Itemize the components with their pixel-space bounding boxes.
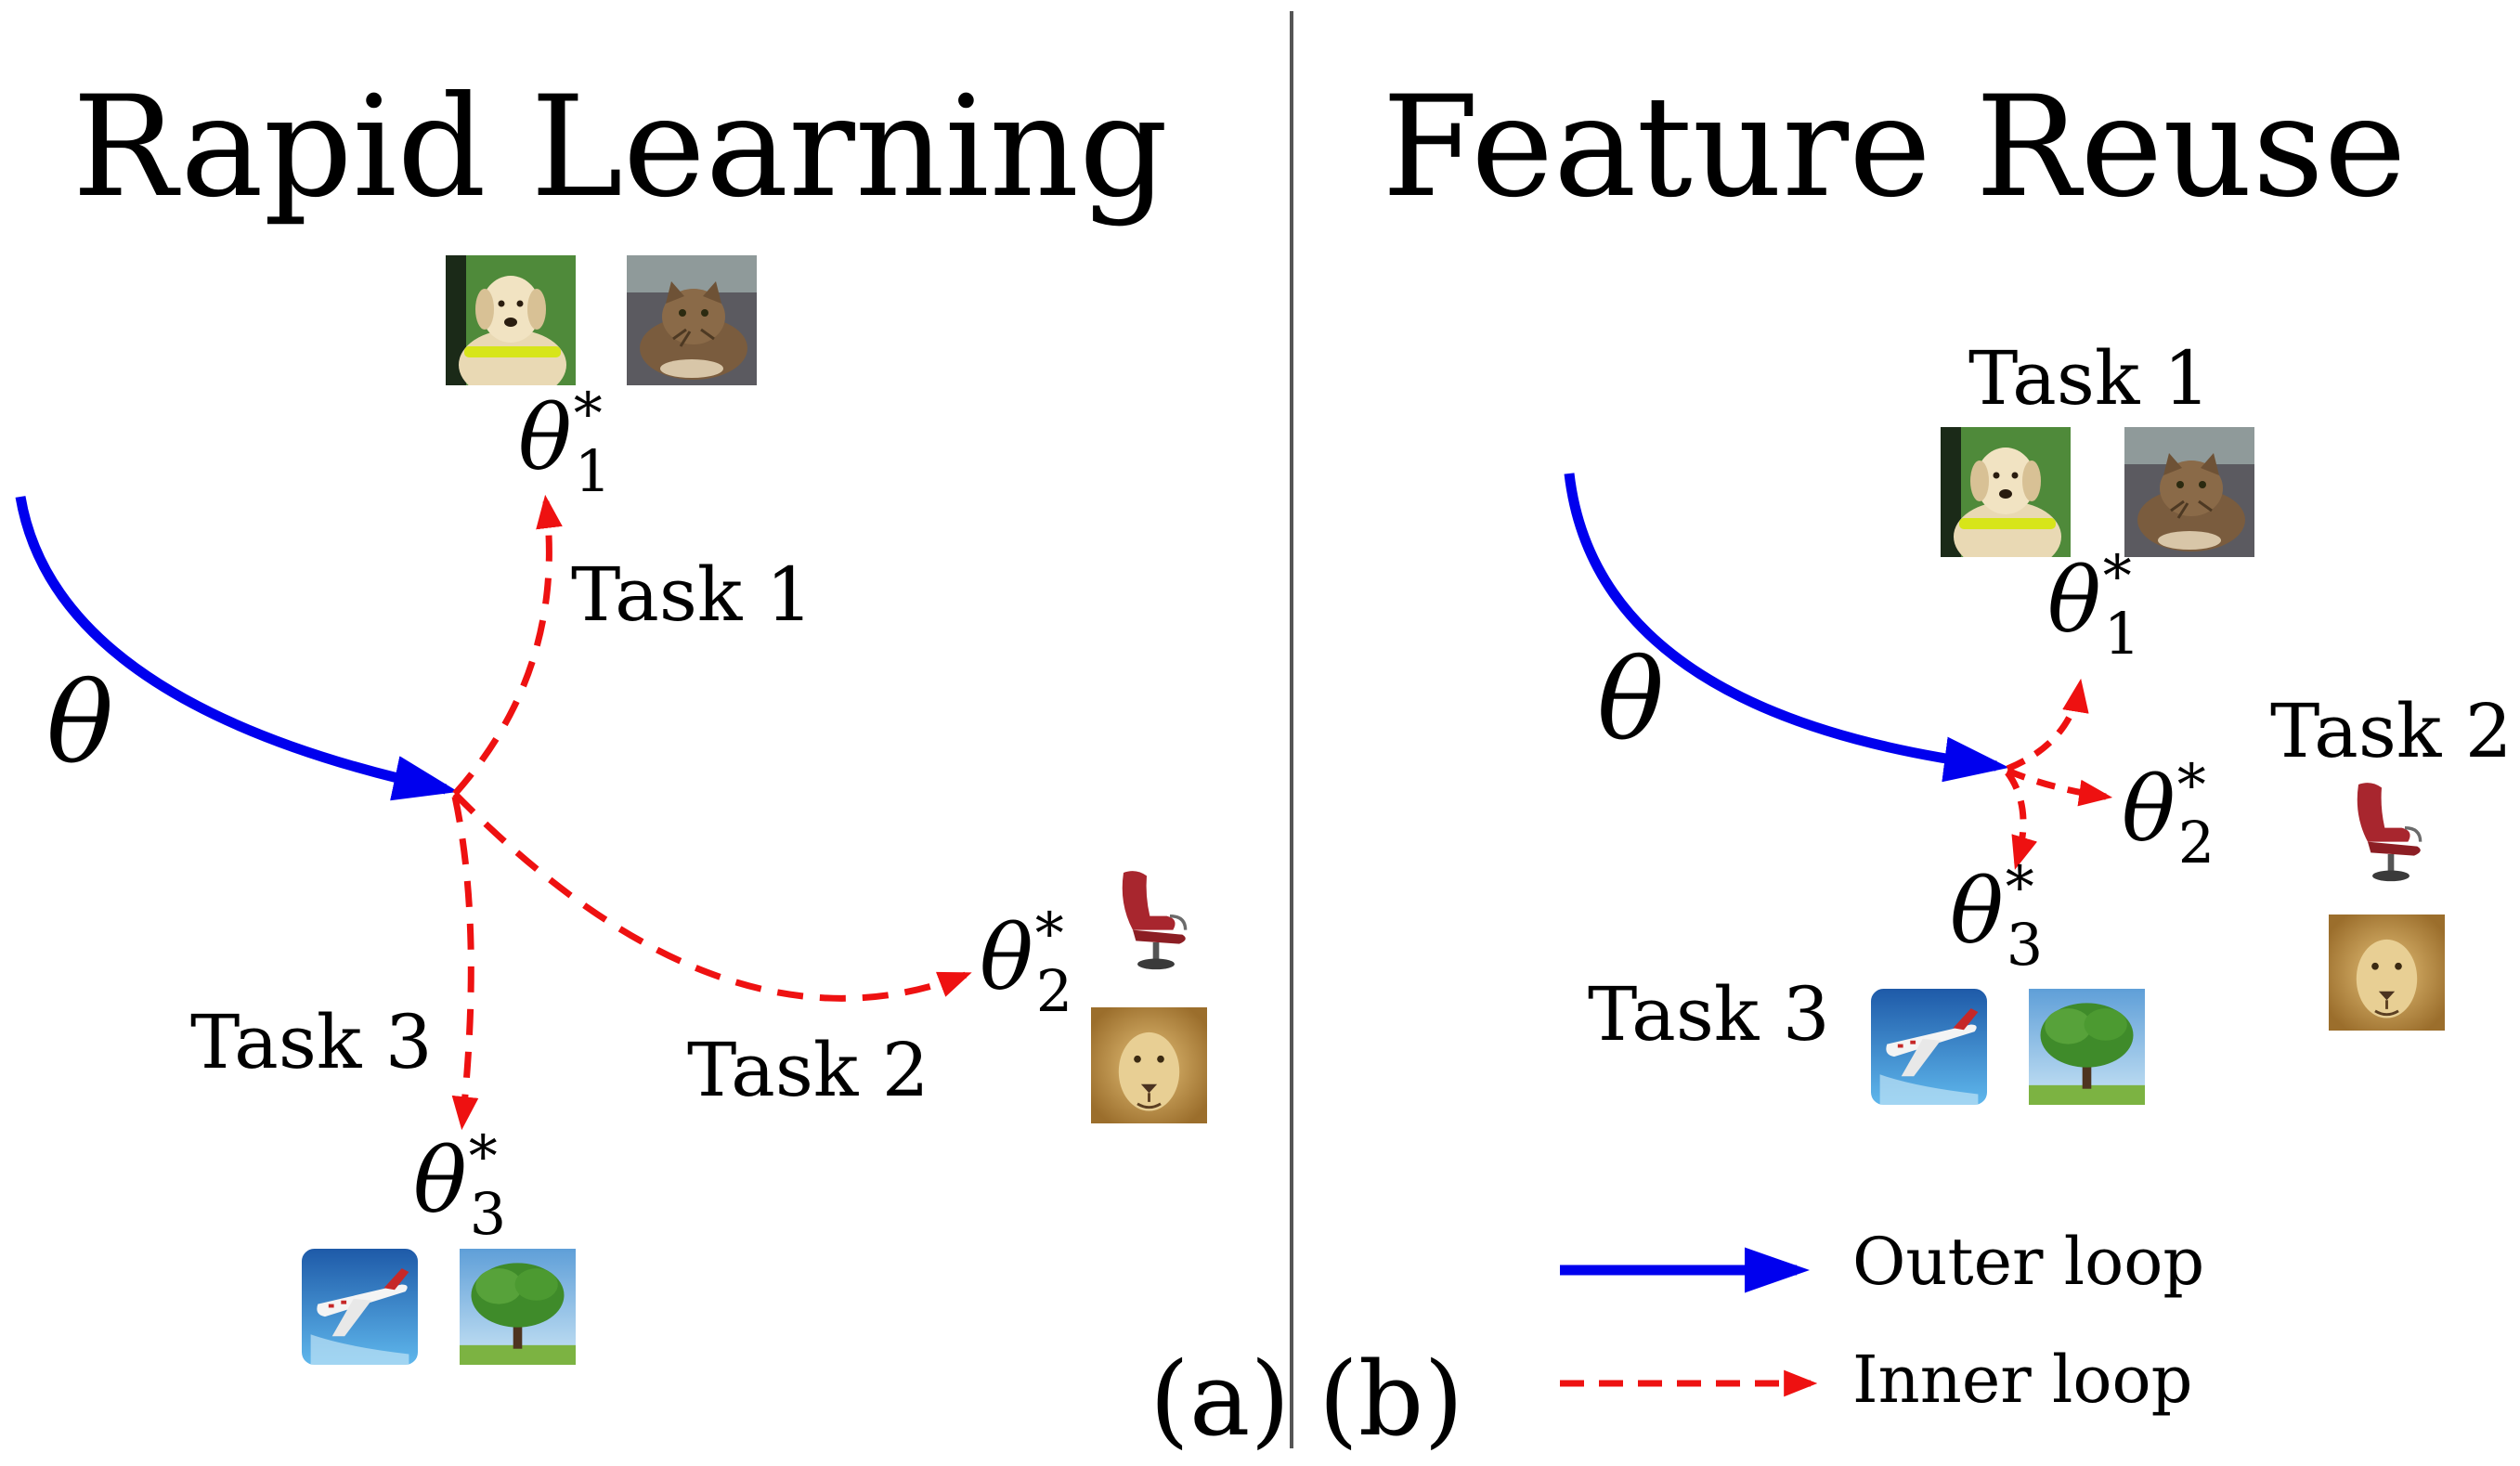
theta-2-star-label: θ*2 <box>2122 751 2215 876</box>
panel-label-a: (a) <box>1150 1340 1290 1459</box>
dog-image <box>446 255 576 385</box>
chair-image <box>1121 869 1188 971</box>
outer-loop-arrow <box>1564 473 2009 783</box>
panel-title: Rapid Learning <box>72 67 1168 228</box>
task-1-label: Task 1 <box>571 551 813 638</box>
chair-image <box>2356 781 2423 883</box>
lion-image <box>1091 1007 1207 1123</box>
task-2-label: Task 2 <box>687 1027 929 1113</box>
theta-3-star-label: θ*3 <box>1950 853 2043 979</box>
theta-label: θ <box>1597 636 1664 765</box>
theta-1-star-label: θ*1 <box>518 380 611 505</box>
legend-outer-loop-label: Outer loop <box>1852 1224 2204 1300</box>
legend-inner-loop-label: Inner loop <box>1852 1342 2192 1418</box>
panel-title: Feature Reuse <box>1382 67 2406 228</box>
panel-rapid-learning: Rapid Learning θ*1 θ Task 1 Task 2 Task … <box>15 67 1290 1459</box>
panel-label-b: (b) <box>1318 1340 1463 1459</box>
inner-loop-arrow-task2 <box>452 791 972 1002</box>
cat-image <box>627 255 757 385</box>
tree-image <box>460 1249 576 1365</box>
task-1-label: Task 1 <box>1968 335 2211 422</box>
theta-1-star-label: θ*1 <box>2047 542 2140 668</box>
task-3-label: Task 3 <box>1588 971 1830 1057</box>
inner-loop-arrow-task1 <box>452 494 563 797</box>
inner-loop-arrow-task3 <box>451 796 479 1131</box>
tree-image <box>2029 989 2145 1105</box>
theta-3-star-label: θ*3 <box>413 1122 506 1248</box>
inner-loop-arrow-task1 <box>2006 678 2089 772</box>
legend: Outer loop Inner loop <box>1560 1224 2204 1418</box>
outer-loop-arrow <box>15 496 459 801</box>
panel-feature-reuse: Feature Reuse Task 1 θ*1 θ θ*2 θ*3 Task … <box>1318 67 2513 1459</box>
airplane-image <box>302 1249 418 1365</box>
inner-loop-arrow-task3 <box>2005 770 2038 870</box>
task-3-label: Task 3 <box>190 999 433 1085</box>
task-2-label: Task 2 <box>2270 688 2513 774</box>
theta-label: θ <box>46 659 113 788</box>
cat-image <box>2124 427 2254 557</box>
lion-image <box>2329 915 2445 1031</box>
airplane-image <box>1871 989 1987 1105</box>
theta-2-star-label: θ*2 <box>980 900 1072 1025</box>
inner-loop-arrow-task2 <box>2006 767 2113 807</box>
